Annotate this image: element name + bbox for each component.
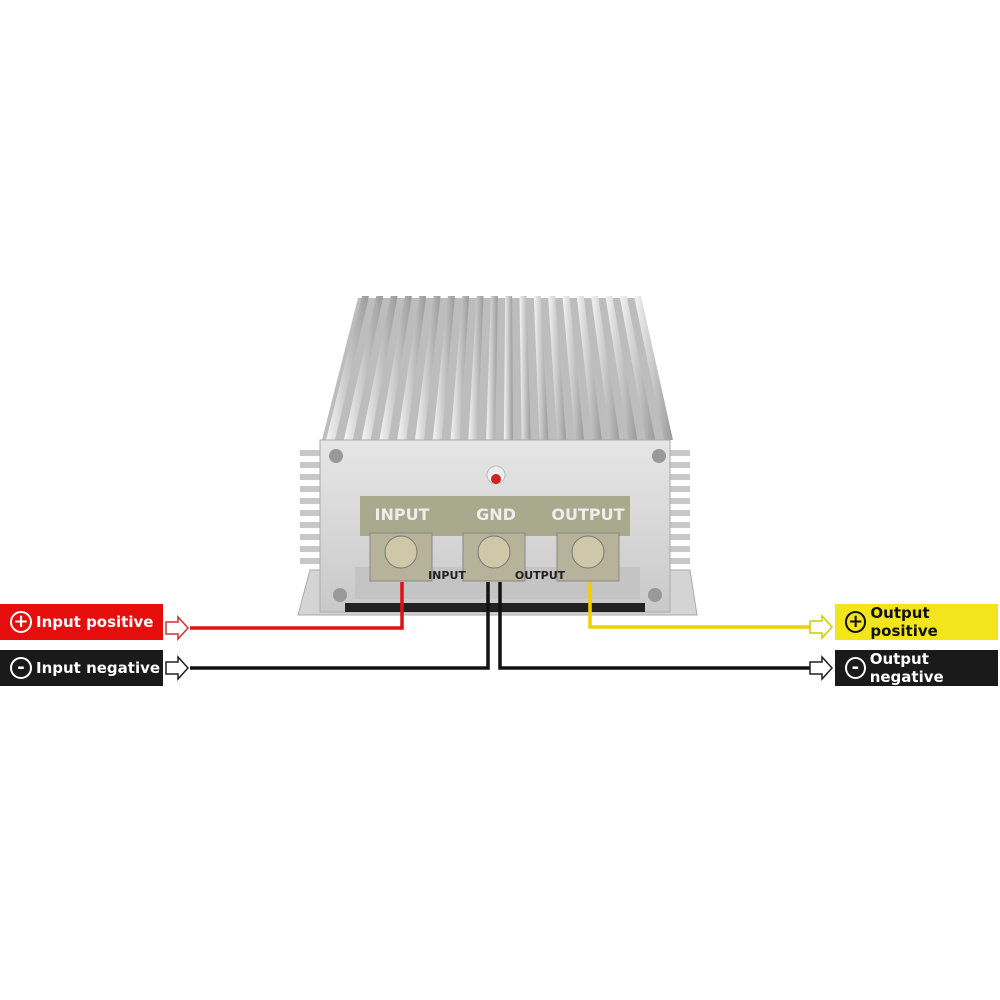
heatsink-fin [326, 296, 369, 440]
terminals [369, 532, 620, 582]
arrows [165, 614, 834, 681]
terminal-label-strip [360, 496, 630, 536]
heatsink-fin [591, 296, 620, 440]
heatsink-fin [468, 296, 484, 440]
heatsink-fin [503, 296, 513, 440]
side-fin [300, 498, 320, 504]
plus-icon: + [10, 611, 32, 633]
heatsink-fin [379, 296, 412, 440]
heatsink-fin [562, 296, 585, 440]
heatsink-fin [533, 296, 549, 440]
side-fin [300, 546, 320, 552]
label-text: Output positive [870, 604, 938, 640]
heatsink-fin [605, 296, 638, 440]
heatsink-fin [397, 296, 427, 440]
heatsink-fin [486, 296, 498, 440]
side-fin [670, 486, 690, 492]
arrow-input-negative [165, 655, 190, 681]
wire-output-positive [588, 582, 810, 629]
led-light [491, 474, 501, 484]
side-fin [300, 450, 320, 456]
side-fin [300, 510, 320, 516]
terminal-label-output: OUTPUT [551, 505, 624, 524]
side-fin [670, 498, 690, 504]
heatsink-fin [634, 296, 673, 440]
label-text: Input positive [36, 613, 154, 631]
side-fin [670, 510, 690, 516]
heatsink-fin [343, 296, 384, 440]
side-fin [670, 462, 690, 468]
side-fin [300, 474, 320, 480]
wire-input-positive [190, 582, 404, 630]
mount-screws [329, 449, 666, 602]
side-fin [670, 450, 690, 456]
side-fin [670, 474, 690, 480]
side-fins [300, 450, 690, 564]
heatsink-fin [548, 296, 567, 440]
minus-icon: - [845, 657, 866, 679]
side-fin [670, 534, 690, 540]
wire-input-negative [190, 582, 490, 670]
arrow-output-positive [809, 614, 834, 640]
plus-icon: + [845, 611, 867, 633]
side-fin [300, 462, 320, 468]
side-fin [300, 558, 320, 564]
arrow-output-negative [809, 655, 834, 681]
heatsink-fin [450, 296, 470, 440]
side-fin [670, 558, 690, 564]
heatsink-fin [361, 296, 398, 440]
label-text: Output negative [869, 650, 944, 686]
heatsink-fin [414, 296, 441, 440]
terminal-label-gnd: GND [476, 505, 516, 524]
side-fin [300, 522, 320, 528]
vent-row [345, 603, 645, 612]
wire-output-negative [498, 582, 810, 670]
label-output-negative: - Output negative [835, 650, 998, 686]
heatsink [322, 296, 673, 440]
lower-label-output: OUTPUT [515, 569, 566, 582]
side-fin [670, 546, 690, 552]
label-input-negative: - Input negative [0, 650, 163, 686]
side-fin [300, 486, 320, 492]
lower-label-input: INPUT [428, 569, 466, 582]
heatsink-fin [432, 296, 455, 440]
side-fin [670, 522, 690, 528]
arrow-input-positive [165, 615, 190, 641]
label-input-positive: + Input positive [0, 604, 163, 640]
terminal-label-input: INPUT [375, 505, 430, 524]
minus-icon: - [10, 657, 32, 679]
label-text: Input negative [36, 659, 161, 677]
heatsink-fin [619, 296, 656, 440]
heatsink-fin [519, 296, 531, 440]
label-output-positive: + Output positive [835, 604, 998, 640]
side-fin [300, 534, 320, 540]
heatsink-fin [576, 296, 602, 440]
wires [190, 582, 810, 670]
